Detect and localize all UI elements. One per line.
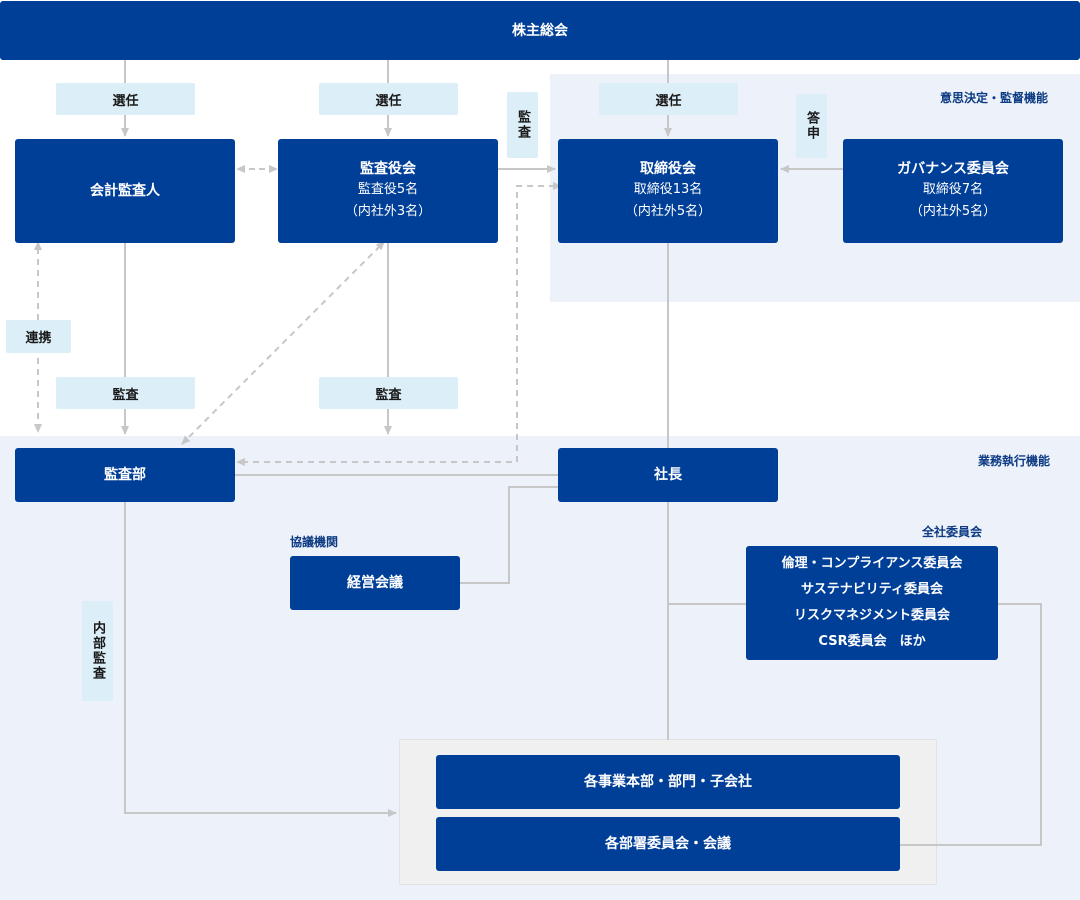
divisions-label: 各事業本部・部門・子会社 [584, 774, 752, 790]
accounting-auditor-label: 会計監査人 [90, 183, 160, 199]
audit-board-outside: （内社外3名） [344, 204, 432, 219]
governance-title: ガバナンス委員会 [897, 161, 1009, 177]
audit-department-box[interactable]: 監査部 [15, 448, 235, 502]
cooperation-line-diag [181, 241, 385, 445]
audit-label-top: 監査 [507, 92, 538, 158]
divisions-box[interactable]: 各事業本部・部門・子会社 [436, 755, 900, 809]
audit-board-box[interactable]: 監査役会 監査役5名 （内社外3名） [278, 139, 498, 243]
dept-committees-box[interactable]: 各部署委員会・会議 [436, 817, 900, 871]
president-label: 社長 [654, 467, 682, 483]
internal-audit-line [124, 502, 397, 817]
audit-department-label: 監査部 [104, 467, 146, 483]
company-committee-title: 全社委員会 [922, 525, 983, 539]
committee-risk: リスクマネジメント委員会 [793, 608, 950, 623]
board-members: 取締役13名 [633, 182, 703, 197]
accounting-auditor-box[interactable]: 会計監査人 [15, 139, 235, 243]
governance-outside: （内社外5名） [909, 204, 997, 219]
internal-audit-label: 内部監査 [82, 601, 113, 701]
governance-members: 取締役7名 [922, 182, 984, 197]
committee-sustainability: サステナビリティ委員会 [801, 582, 943, 597]
report-label: 答申 [796, 94, 827, 158]
governance-committee-box[interactable]: ガバナンス委員会 取締役7名 （内社外5名） [843, 139, 1063, 243]
council-title: 協議機関 [290, 535, 339, 549]
shareholders-meeting-box[interactable]: 株主総会 [0, 1, 1080, 60]
elect-label-audit-board: 選任 [319, 83, 458, 115]
audit-board-members: 監査役5名 [357, 182, 419, 197]
audit-board-title: 監査役会 [360, 161, 416, 177]
company-committees-box[interactable]: 倫理・コンプライアンス委員会 サステナビリティ委員会 リスクマネジメント委員会 … [746, 546, 998, 660]
committee-dept-line [900, 603, 1042, 846]
committee-csr: CSR委員会 ほか [818, 634, 926, 649]
management-meeting-label: 経営会議 [347, 575, 403, 591]
committee-ethics: 倫理・コンプライアンス委員会 [781, 556, 963, 571]
shareholders-meeting-label: 株主総会 [512, 22, 568, 39]
audit-label-mid-left: 監査 [56, 377, 195, 409]
cooperation-label: 連携 [6, 320, 71, 353]
elect-label-auditor: 選任 [56, 83, 195, 115]
dept-committees-label: 各部署委員会・会議 [605, 836, 731, 852]
president-box[interactable]: 社長 [558, 448, 778, 502]
supervision-region-title: 意思決定・監督機能 [940, 91, 1049, 105]
elect-label-board: 選任 [599, 83, 738, 115]
audit-label-mid-right: 監査 [319, 377, 458, 409]
management-meeting-box[interactable]: 経営会議 [290, 556, 460, 610]
president-meeting-line [460, 486, 558, 584]
board-title: 取締役会 [640, 161, 696, 177]
board-of-directors-box[interactable]: 取締役会 取締役13名 （内社外5名） [558, 139, 778, 243]
auditdept-board-line [236, 182, 562, 466]
execution-region-title: 業務執行機能 [978, 454, 1051, 468]
board-outside: （内社外5名） [624, 204, 712, 219]
